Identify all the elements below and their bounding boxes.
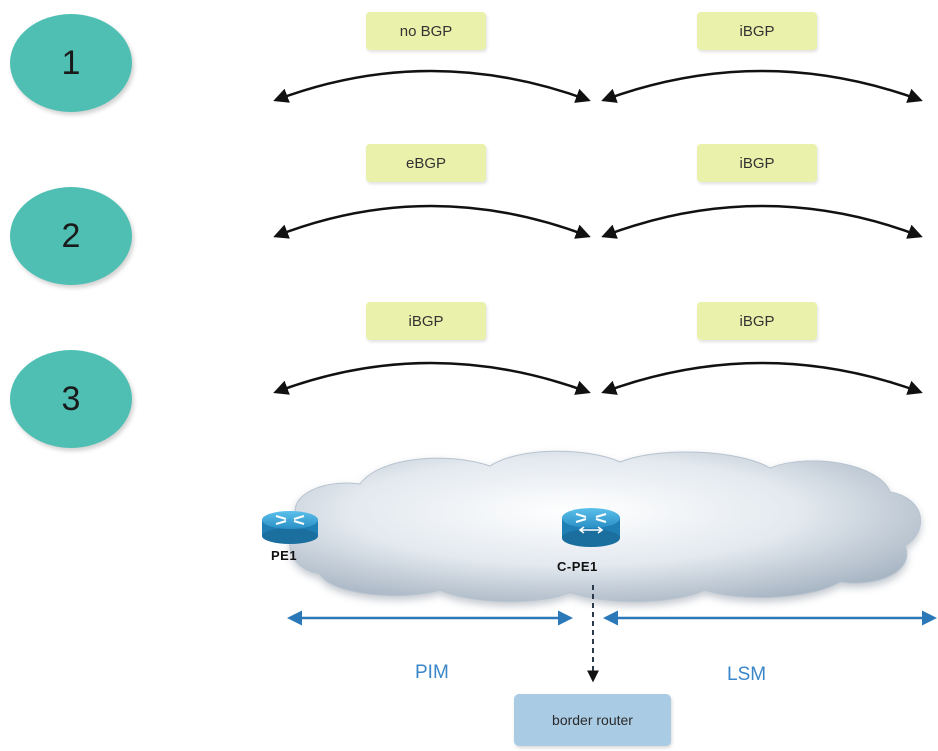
scenario-1-right-label: iBGP (697, 12, 817, 50)
scenario-2-right-label: iBGP (697, 144, 817, 182)
scenario-3-left-session-arrow (273, 361, 591, 395)
scenario-2-left-text: eBGP (405, 154, 447, 172)
scenario-3-left-text: iBGP (408, 312, 444, 330)
scenario-1-right-text: iBGP (739, 22, 775, 40)
scenario-2-circle: 2 (10, 187, 132, 285)
scenario-3-right-text: iBGP (739, 312, 775, 330)
scenario-2-right-text: iBGP (739, 154, 775, 172)
scenario-2-left-label: eBGP (366, 144, 486, 182)
scenario-3-left-label: iBGP (366, 302, 486, 340)
c-pe1-label: C-PE1 (557, 559, 598, 574)
scenario-3-number: 3 (61, 379, 81, 418)
lsm-label: LSM (727, 664, 767, 685)
scenario-1-left-text: no BGP (399, 22, 453, 40)
pe1-label: PE1 (271, 548, 298, 563)
scenario-3-right-session-arrow (601, 361, 923, 395)
scenario-1-number: 1 (61, 43, 81, 82)
scenario-2-left-session-arrow (273, 204, 591, 239)
border-router-label: border router (552, 712, 633, 728)
scenario-1-circle: 1 (10, 14, 132, 112)
c-pe1-router-icon (562, 508, 620, 547)
scenario-1-left-session-arrow (273, 69, 591, 103)
scenario-2-right-session-arrow (601, 204, 923, 239)
border-router-box: border router (514, 694, 671, 746)
scenario-2-number: 2 (61, 216, 81, 255)
pim-label: PIM (415, 662, 449, 683)
scenario-1-right-session-arrow (601, 69, 923, 103)
pe1-router-icon (262, 511, 318, 544)
scenario-1-left-label: no BGP (366, 12, 486, 50)
scenario-3-circle: 3 (10, 350, 132, 448)
scenario-3-right-label: iBGP (697, 302, 817, 340)
